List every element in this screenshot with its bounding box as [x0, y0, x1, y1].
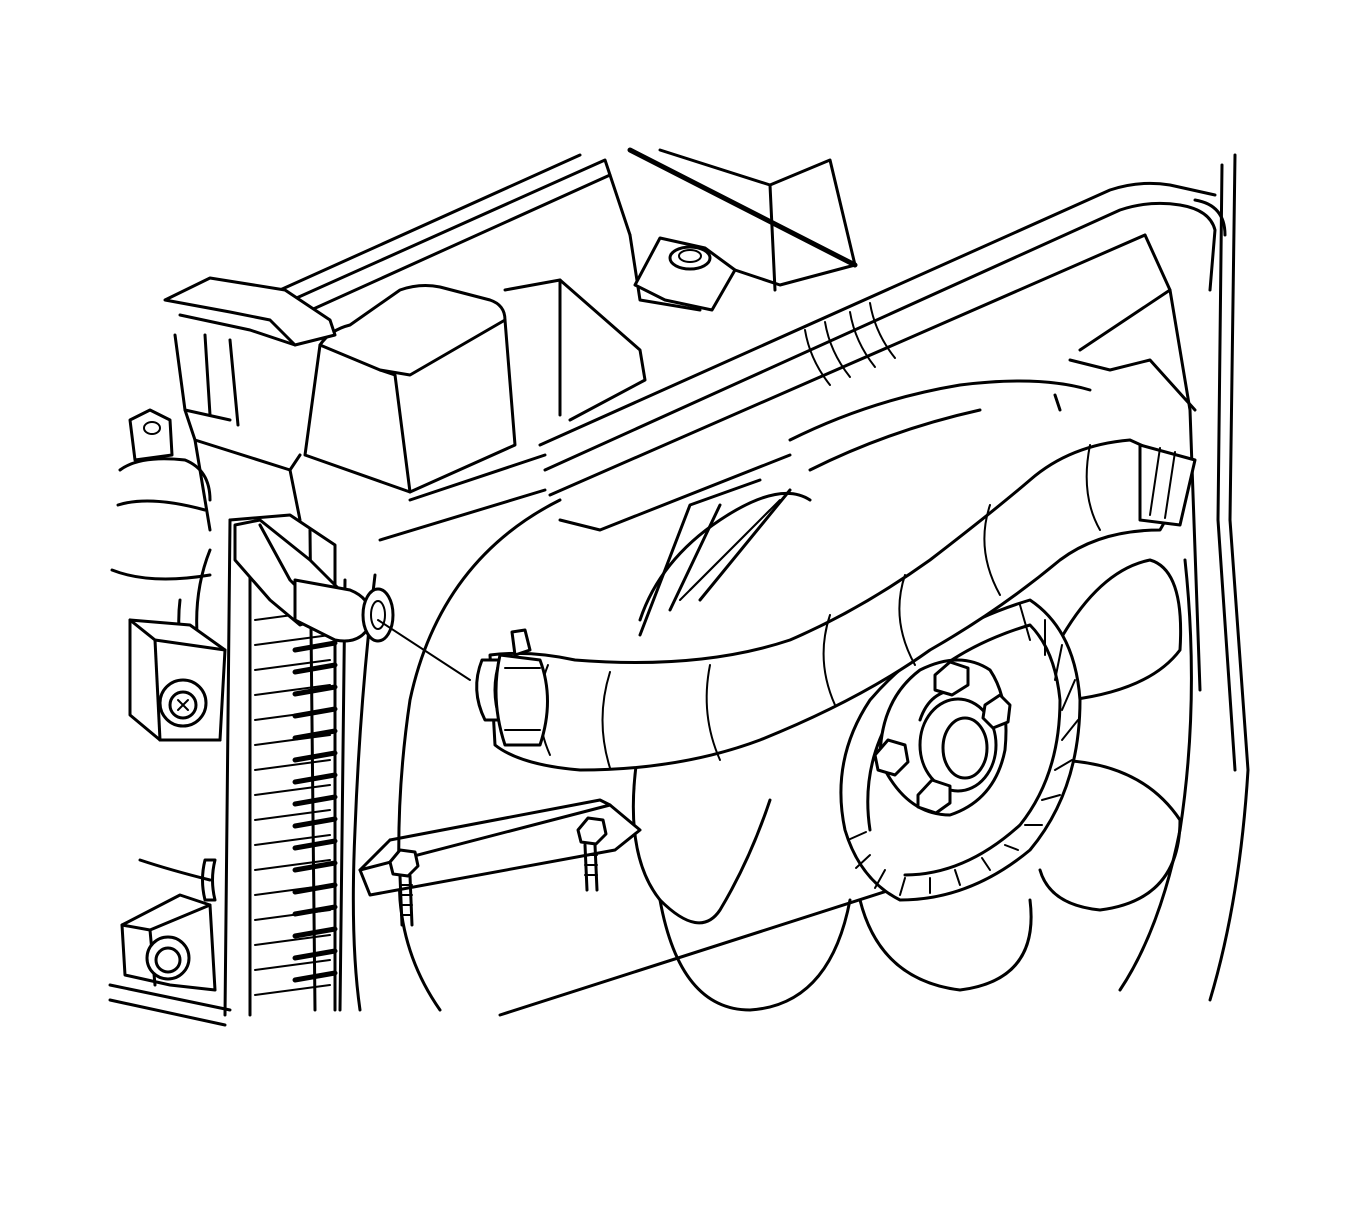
fan-shroud-upper	[538, 153, 1250, 1002]
fan-shroud	[338, 498, 1017, 1017]
engine-cooling-fan	[631, 491, 1183, 1012]
radiator-inlet-neck	[233, 518, 471, 681]
hose-clamp	[475, 628, 549, 747]
mounting-bracket	[358, 798, 642, 927]
fan-clutch-fins	[847, 604, 1079, 896]
mounting-bracket-lower	[120, 858, 217, 992]
bolt	[158, 678, 208, 728]
radiator-core	[292, 640, 338, 983]
hose-clamp	[1138, 443, 1197, 527]
hub-nut	[933, 660, 970, 697]
radiator-fins	[254, 609, 331, 996]
fan-shroud-struts	[638, 478, 792, 637]
bolt	[388, 848, 420, 927]
hub-nut	[916, 778, 952, 815]
bolt	[576, 816, 608, 892]
bolt	[145, 935, 191, 981]
hub-nut	[981, 693, 1012, 730]
mounting-bracket-upper	[128, 618, 227, 742]
radiator-upper-hose	[475, 379, 1197, 772]
hub-nut	[873, 738, 910, 777]
coolant-reservoir	[110, 408, 212, 581]
air-cleaner-housing	[163, 147, 858, 542]
